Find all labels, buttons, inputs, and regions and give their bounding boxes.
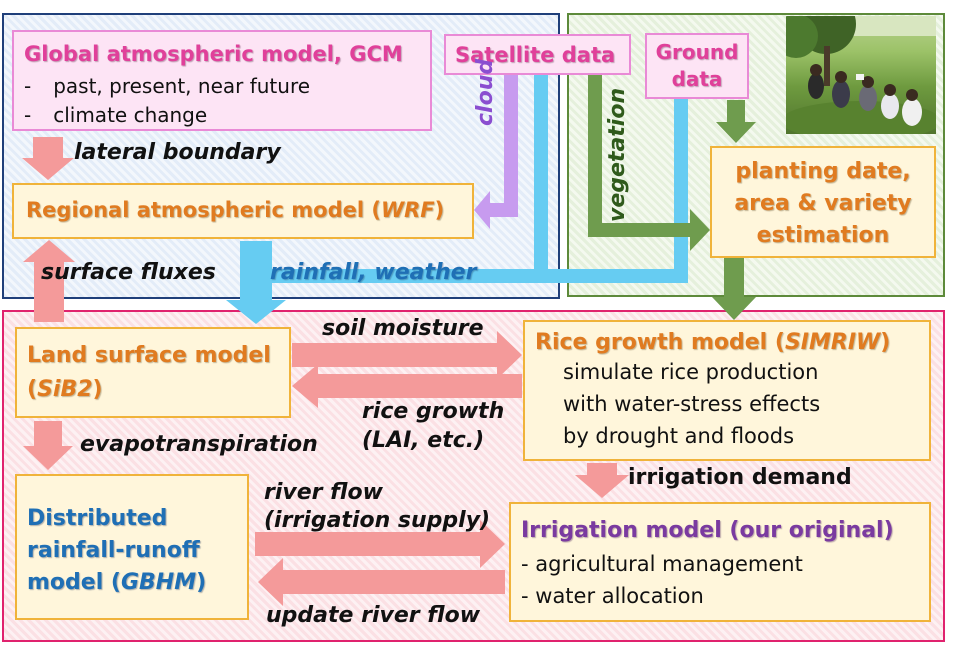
gcm-box: Global atmospheric model, GCM -past, pre… (12, 30, 432, 131)
gbhm-line: Distributed (27, 506, 168, 531)
arrow-ground-to-planting (716, 100, 756, 143)
planting-line: area & variety (734, 191, 912, 216)
arrow-update-river (258, 558, 505, 606)
label-soil-moisture: soil moisture (322, 316, 484, 341)
land-title: Land surface model (27, 343, 271, 368)
irrigation-title: Irrigation model (our original) (521, 518, 894, 543)
label-irrigation-supply: (irrigation supply) (264, 508, 491, 533)
arrow-land-to-wrf (23, 240, 75, 322)
planting-line: estimation (756, 223, 890, 248)
irrigation-model-box: Irrigation model (our original) - agricu… (509, 502, 931, 622)
field-survey-photo-art (786, 16, 936, 134)
label-rice-growth: rice growth (362, 399, 505, 424)
rice-desc-line: by drought and floods (563, 424, 795, 448)
ground-data-box: Ground data (645, 33, 749, 99)
rice-growth-model-box: Rice growth model (SIMRIW) simulate rice… (523, 320, 931, 461)
rice-desc-line: simulate rice production (563, 360, 819, 384)
label-lai: (LAI, etc.) (362, 428, 485, 453)
label-surface-fluxes: surface fluxes (41, 260, 216, 285)
field-survey-photo (786, 16, 936, 134)
label-lateral-boundary: lateral boundary (74, 140, 281, 165)
arrow-land-to-gbhm (23, 421, 73, 470)
arrow-cloud (474, 75, 518, 229)
gbhm-line: model (GBHM) (27, 570, 207, 595)
label-river-flow: river flow (264, 480, 383, 505)
arrow-rice-to-irrigation (575, 463, 629, 498)
label-cloud: cloud (473, 58, 498, 126)
label-evapotranspiration: evapotranspiration (80, 432, 318, 457)
arrow-rice-growth (292, 364, 522, 408)
label-update-river-flow: update river flow (266, 603, 481, 628)
land-surface-model-box: Land surface model (SiB2) (15, 327, 291, 418)
arrow-river-flow (255, 520, 505, 568)
irrigation-item: - agricultural management (521, 552, 803, 576)
satellite-data-box: Satellite data (444, 34, 631, 75)
rice-title: Rice growth model (SIMRIW) (535, 330, 891, 355)
gcm-item: -climate change (24, 103, 208, 127)
label-irrigation-demand: irrigation demand (628, 465, 852, 490)
planting-estimation-box: planting date, area & variety estimation (710, 146, 936, 258)
arrow-vegetation (588, 75, 710, 251)
wrf-title: Regional atmospheric model (WRF) (26, 198, 445, 222)
satellite-data-label: Satellite data (455, 43, 616, 67)
arrow-soil-moisture (292, 331, 522, 379)
rice-desc-line: with water-stress effects (563, 392, 821, 416)
wrf-box: Regional atmospheric model (WRF) (12, 183, 474, 239)
arrow-gcm-to-wrf (22, 137, 74, 180)
gbhm-box: Distributed rainfall-runoff model (GBHM) (15, 474, 249, 620)
land-model-name: (SiB2) (27, 377, 103, 402)
gcm-title: Global atmospheric model, GCM (24, 42, 403, 66)
ground-data-line: Ground (655, 40, 739, 64)
gbhm-line: rainfall-runoff (27, 538, 200, 563)
arrow-planting-to-rice (712, 258, 756, 320)
gcm-item: -past, present, near future (24, 74, 311, 98)
label-rainfall-weather: rainfall, weather (270, 260, 477, 285)
planting-line: planting date, (735, 159, 911, 184)
label-vegetation: vegetation (605, 87, 630, 222)
ground-data-line: data (671, 67, 723, 91)
irrigation-item: - water allocation (521, 584, 704, 608)
arrow-rainfall-weather (226, 75, 688, 324)
